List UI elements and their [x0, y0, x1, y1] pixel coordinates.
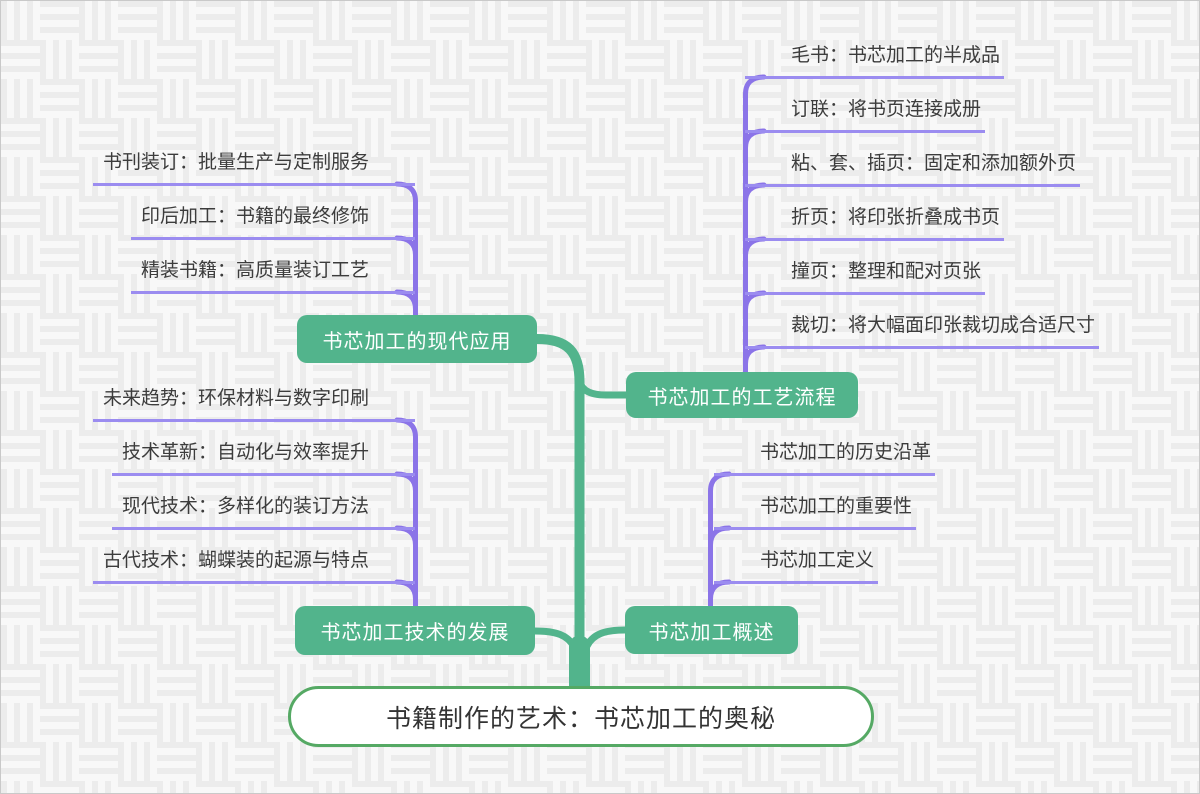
leaf-node[interactable]: 毛书：书芯加工的半成品 — [745, 43, 1005, 79]
leaf-node[interactable]: 古代技术：蝴蝶装的起源与特点 — [92, 548, 415, 584]
leaf-node[interactable]: 订联：将书页连接成册 — [745, 97, 986, 133]
leaf-node[interactable]: 书芯加工的历史沿革 — [714, 440, 936, 476]
leaf-node[interactable]: 裁切：将大幅面印张裁切成合适尺寸 — [745, 313, 1100, 349]
leaf-node[interactable]: 书芯加工定义 — [714, 548, 879, 584]
branch-node-overview[interactable]: 书芯加工概述 — [625, 606, 798, 654]
branch-node-technology-development[interactable]: 书芯加工技术的发展 — [295, 606, 535, 655]
leaf-node[interactable]: 撞页：整理和配对页张 — [745, 259, 986, 295]
branch-node-modern-applications[interactable]: 书芯加工的现代应用 — [297, 315, 537, 363]
leaf-node[interactable]: 技术革新：自动化与效率提升 — [111, 440, 415, 476]
root-node[interactable]: 书籍制作的艺术：书芯加工的奥秘 — [288, 686, 874, 747]
leaf-node[interactable]: 印后加工：书籍的最终修饰 — [130, 204, 415, 240]
leaf-node[interactable]: 折页：将印张折叠成书页 — [745, 205, 1005, 241]
leaf-node[interactable]: 粘、套、插页：固定和添加额外页 — [745, 151, 1081, 187]
leaf-node[interactable]: 精装书籍：高质量装订工艺 — [130, 258, 415, 294]
branch-node-process-flow[interactable]: 书芯加工的工艺流程 — [626, 372, 858, 418]
leaf-node[interactable]: 现代技术：多样化的装订方法 — [111, 494, 415, 530]
leaf-node[interactable]: 书刊装订：批量生产与定制服务 — [92, 150, 415, 186]
leaf-node[interactable]: 未来趋势：环保材料与数字印刷 — [92, 386, 415, 422]
leaf-node[interactable]: 书芯加工的重要性 — [714, 494, 917, 530]
